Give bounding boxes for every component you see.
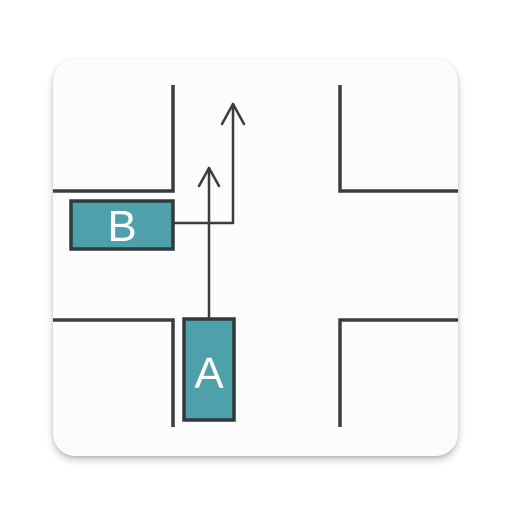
car-a: A (182, 317, 236, 422)
curb-top-left (53, 85, 175, 193)
path-car-a (197, 166, 221, 322)
road-edges (53, 85, 458, 427)
car-a-label: A (194, 349, 224, 398)
car-b-label: B (107, 202, 136, 251)
path-car-b (171, 102, 246, 225)
curb-bottom-right (338, 318, 458, 427)
arrow-up-icon (197, 166, 221, 188)
curb-bottom-left (53, 318, 175, 427)
car-b: B (69, 199, 175, 251)
curb-top-right (338, 85, 458, 193)
icon-card (53, 59, 458, 456)
arrow-up-icon (220, 102, 246, 126)
